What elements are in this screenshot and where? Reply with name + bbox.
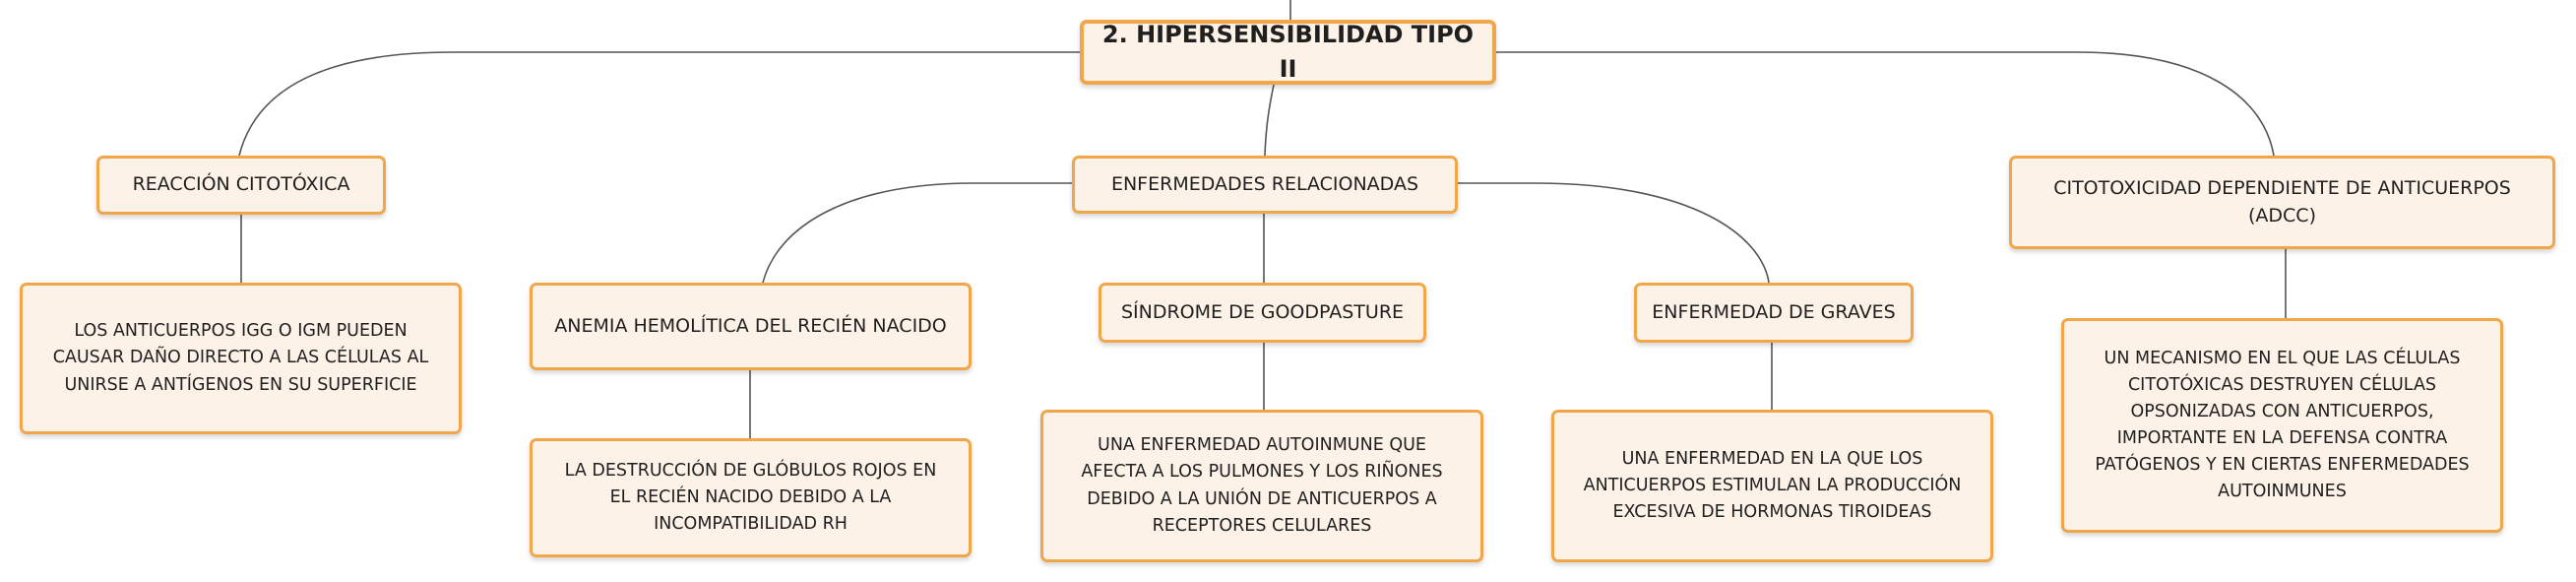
enfermedades-relacionadas-node[interactable]: ENFERMEDADES RELACIONADAS bbox=[1072, 156, 1458, 214]
connector-root-to-adcc bbox=[1496, 51, 2275, 157]
root-node-label: 2. HIPERSENSIBILIDAD TIPO II bbox=[1101, 21, 1475, 83]
enfermedad-graves-detail-node[interactable]: UNA ENFERMEDAD EN LA QUE LOS ANTICUERPOS… bbox=[1551, 410, 1993, 562]
anemia-hemolitica-node[interactable]: ANEMIA HEMOLÍTICA DEL RECIÉN NACIDO bbox=[530, 283, 972, 370]
reaccion-citotoxica-detail-node[interactable]: LOS ANTICUERPOS IGG O IGM PUEDEN CAUSAR … bbox=[20, 283, 462, 434]
reaccion-citotoxica-label: REACCIÓN CITOTÓXICA bbox=[132, 173, 350, 196]
enfermedad-graves-detail-text: UNA ENFERMEDAD EN LA QUE LOS ANTICUERPOS… bbox=[1583, 448, 1962, 523]
enfermedades-relacionadas-label: ENFERMEDADES RELACIONADAS bbox=[1110, 172, 1419, 195]
connector-root-to-enfermedades bbox=[1264, 84, 1275, 157]
enfermedad-graves-node[interactable]: ENFERMEDAD DE GRAVES bbox=[1634, 283, 1914, 343]
adcc-detail-node[interactable]: UN MECANISMO EN EL QUE LAS CÉLULAS CITOT… bbox=[2061, 318, 2503, 533]
connector-enfermedades-to-anemia bbox=[762, 182, 1072, 284]
adcc-label: CITOTOXICIDAD DEPENDIENTE DE ANTICUERPOS… bbox=[2053, 176, 2511, 226]
connector-root-to-reaccion bbox=[238, 51, 1080, 157]
enfermedad-graves-label: ENFERMEDAD DE GRAVES bbox=[1652, 300, 1896, 323]
root-node[interactable]: 2. HIPERSENSIBILIDAD TIPO II bbox=[1080, 20, 1496, 85]
sindrome-goodpasture-detail-node[interactable]: UNA ENFERMEDAD AUTOINMUNE QUE AFECTA A L… bbox=[1040, 410, 1483, 562]
sindrome-goodpasture-detail-text: UNA ENFERMEDAD AUTOINMUNE QUE AFECTA A L… bbox=[1081, 435, 1443, 536]
reaccion-citotoxica-node[interactable]: REACCIÓN CITOTÓXICA bbox=[96, 156, 386, 215]
adcc-detail-text: UN MECANISMO EN EL QUE LAS CÉLULAS CITOT… bbox=[2095, 348, 2470, 502]
sindrome-goodpasture-node[interactable]: SÍNDROME DE GOODPASTURE bbox=[1099, 283, 1426, 343]
connector-enfermedades-to-graves bbox=[1458, 182, 1770, 284]
adcc-node[interactable]: CITOTOXICIDAD DEPENDIENTE DE ANTICUERPOS… bbox=[2009, 156, 2555, 249]
reaccion-citotoxica-detail-text: LOS ANTICUERPOS IGG O IGM PUEDEN CAUSAR … bbox=[52, 321, 429, 395]
anemia-hemolitica-detail-text: LA DESTRUCCIÓN DE GLÓBULOS ROJOS EN EL R… bbox=[564, 460, 937, 535]
anemia-hemolitica-detail-node[interactable]: LA DESTRUCCIÓN DE GLÓBULOS ROJOS EN EL R… bbox=[530, 438, 972, 557]
sindrome-goodpasture-label: SÍNDROME DE GOODPASTURE bbox=[1120, 300, 1405, 323]
anemia-hemolitica-label: ANEMIA HEMOLÍTICA DEL RECIÉN NACIDO bbox=[554, 314, 947, 337]
